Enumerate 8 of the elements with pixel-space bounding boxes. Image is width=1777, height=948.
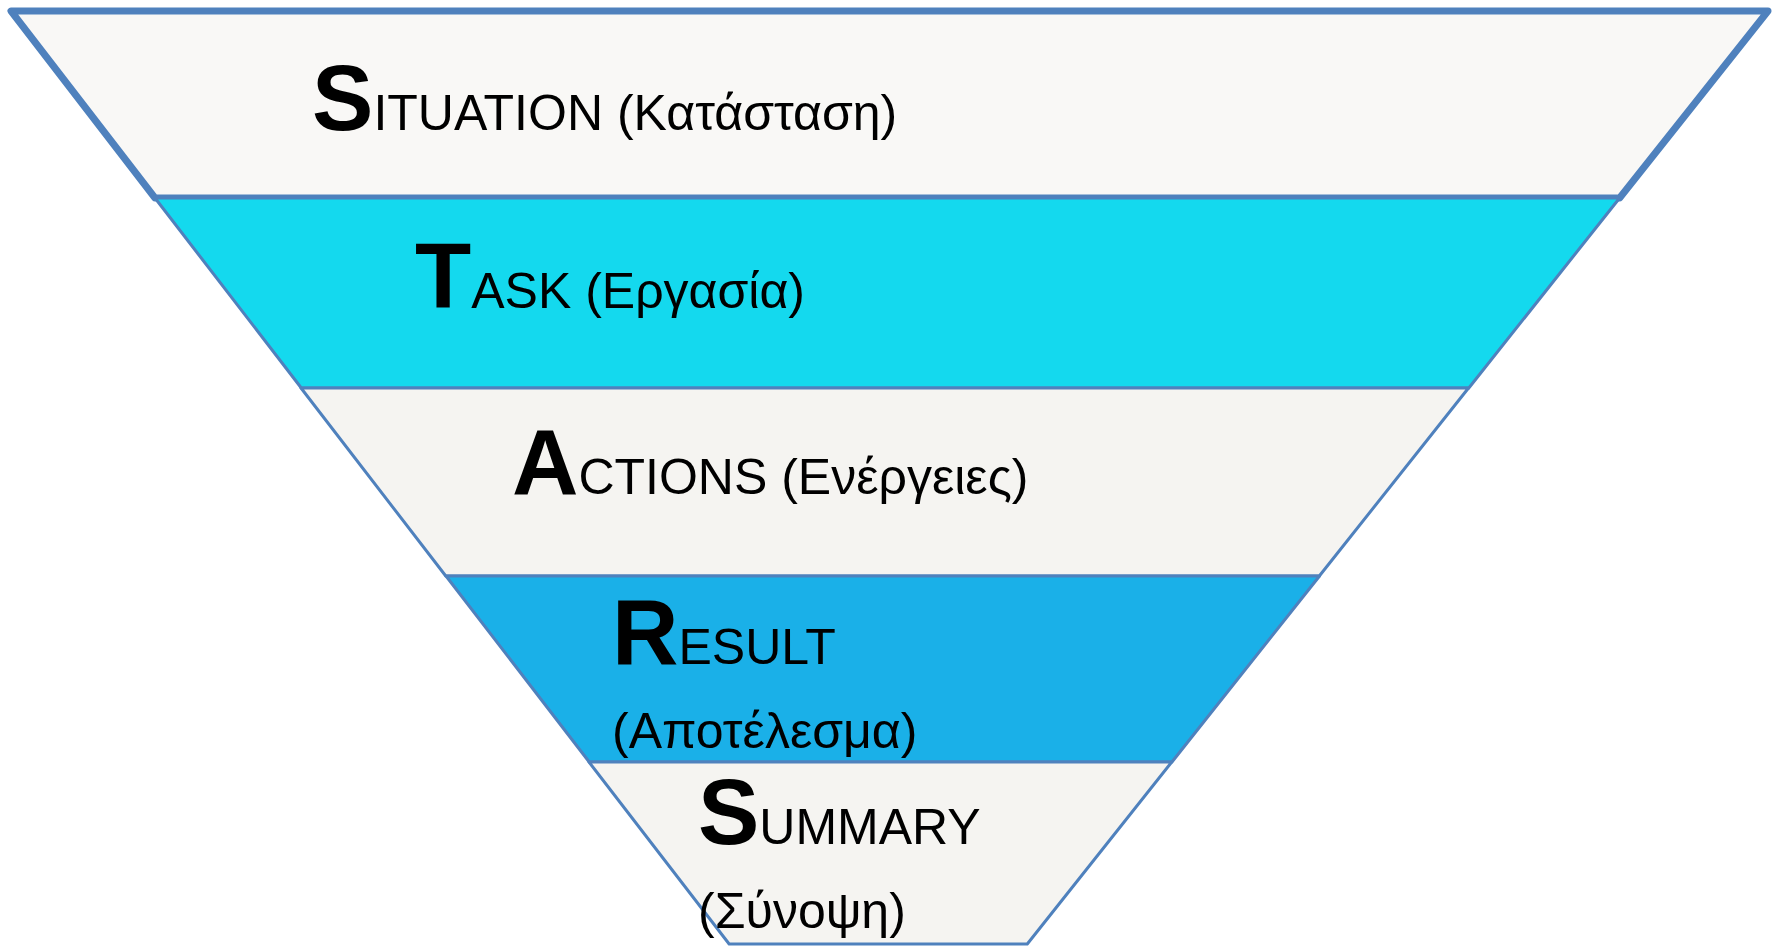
- funnel-band: [155, 198, 1620, 388]
- funnel-band: [301, 388, 1469, 576]
- band-label: ACTIONS (Ενέργειες): [512, 420, 1030, 515]
- funnel-band: [446, 576, 1320, 762]
- funnel-band: [589, 762, 1172, 944]
- band-label: SUMMARY (Σύνοψη): [698, 770, 981, 941]
- band-label: TASK (Εργασία): [415, 234, 807, 329]
- band-label: RESULT (Αποτέλεσμα): [612, 590, 919, 761]
